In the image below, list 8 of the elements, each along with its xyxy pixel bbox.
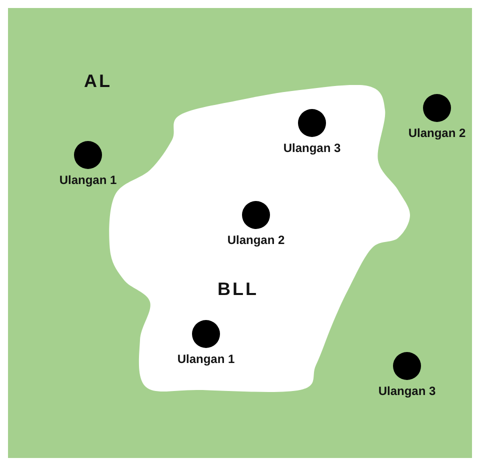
region-label: BLL [218, 279, 258, 300]
region-label: AL [84, 71, 112, 92]
plot-label: Ulangan 1 [59, 173, 117, 187]
plot-label: Ulangan 2 [408, 126, 466, 140]
plot-label: Ulangan 1 [177, 352, 235, 366]
plot-label: Ulangan 3 [283, 141, 341, 155]
plot-label: Ulangan 2 [227, 233, 285, 247]
plot-label: Ulangan 3 [378, 384, 436, 398]
